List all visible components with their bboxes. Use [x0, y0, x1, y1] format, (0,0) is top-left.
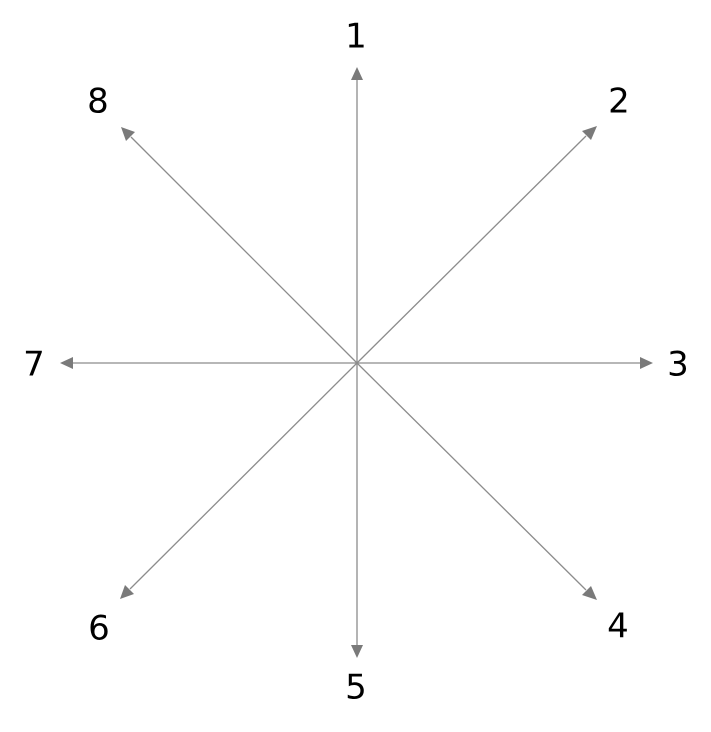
- arrowhead-8: [121, 127, 135, 141]
- arrow-7-left: [60, 357, 357, 369]
- direction-label-1: 1: [345, 17, 367, 57]
- arrow-8-up-left: [121, 127, 358, 364]
- arrowhead-2: [582, 126, 597, 140]
- arrow-line-4: [356, 362, 587, 591]
- direction-label-7: 7: [23, 345, 45, 385]
- arrow-line-8: [130, 136, 358, 364]
- direction-label-8: 8: [87, 82, 109, 122]
- arrowhead-3: [640, 357, 653, 369]
- arrow-line-6: [129, 362, 358, 590]
- arrow-line-2: [356, 135, 587, 364]
- arrow-3-right: [357, 357, 653, 369]
- arrowhead-6: [120, 585, 134, 599]
- arrowhead-7: [60, 357, 73, 369]
- arrowhead-1: [351, 67, 363, 80]
- arrow-6-down-left: [120, 362, 358, 599]
- arrow-1-up: [351, 67, 363, 363]
- arrow-4-down-right: [356, 362, 597, 600]
- arrow-5-down: [351, 363, 363, 658]
- arrowhead-4: [582, 586, 597, 600]
- direction-label-2: 2: [608, 82, 630, 122]
- direction-label-5: 5: [345, 668, 367, 708]
- direction-label-4: 4: [607, 607, 629, 647]
- direction-label-3: 3: [667, 345, 689, 385]
- arrowhead-5: [351, 645, 363, 658]
- arrow-2-up-right: [356, 126, 597, 364]
- direction-label-6: 6: [88, 609, 110, 649]
